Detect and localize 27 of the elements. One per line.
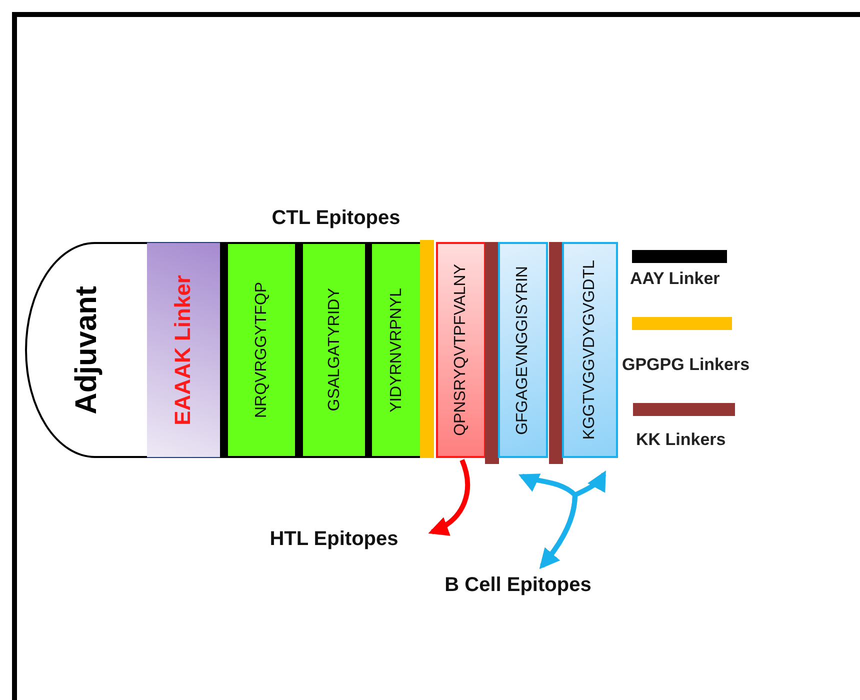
sequence-label: GSALGATYRIDY bbox=[326, 288, 344, 412]
sequence-label: YIDYRNVRPNYL bbox=[388, 288, 406, 412]
epitope-heading: HTL Epitopes bbox=[250, 524, 418, 554]
linker-bar bbox=[420, 240, 434, 458]
group-heading: CTL Epitopes bbox=[270, 206, 402, 230]
legend-label: GPGPG Linkers bbox=[622, 355, 750, 375]
sequence-label: GFGAGEVNGGISYRIN bbox=[514, 266, 532, 434]
arrow bbox=[428, 459, 470, 535]
epitope-heading: B Cell Epitopes bbox=[430, 570, 606, 600]
epitope-block bbox=[498, 242, 548, 458]
legend-label: KK Linkers bbox=[636, 430, 726, 450]
linker-bar bbox=[485, 242, 499, 464]
sequence-label: KGGTVGGVDYGVGDTL bbox=[581, 260, 599, 440]
linker-label: EAAAK Linker bbox=[170, 274, 196, 426]
arrow bbox=[539, 470, 606, 570]
epitope-block bbox=[562, 242, 618, 458]
sequence-label: NRQVRGGYTFQP bbox=[253, 282, 271, 418]
epitope-block bbox=[303, 242, 366, 458]
linker-block bbox=[145, 242, 221, 458]
adjuvant-block bbox=[25, 242, 147, 458]
sequence-label: QPNSRYQVTPFVALNY bbox=[452, 264, 470, 436]
epitope-block bbox=[228, 242, 296, 458]
legend-label: AAY Linker bbox=[630, 269, 720, 289]
linker-bar bbox=[549, 242, 563, 464]
epitope-block bbox=[372, 242, 421, 458]
adjuvant-label: Adjuvant bbox=[70, 286, 104, 414]
epitope-block bbox=[436, 242, 486, 458]
